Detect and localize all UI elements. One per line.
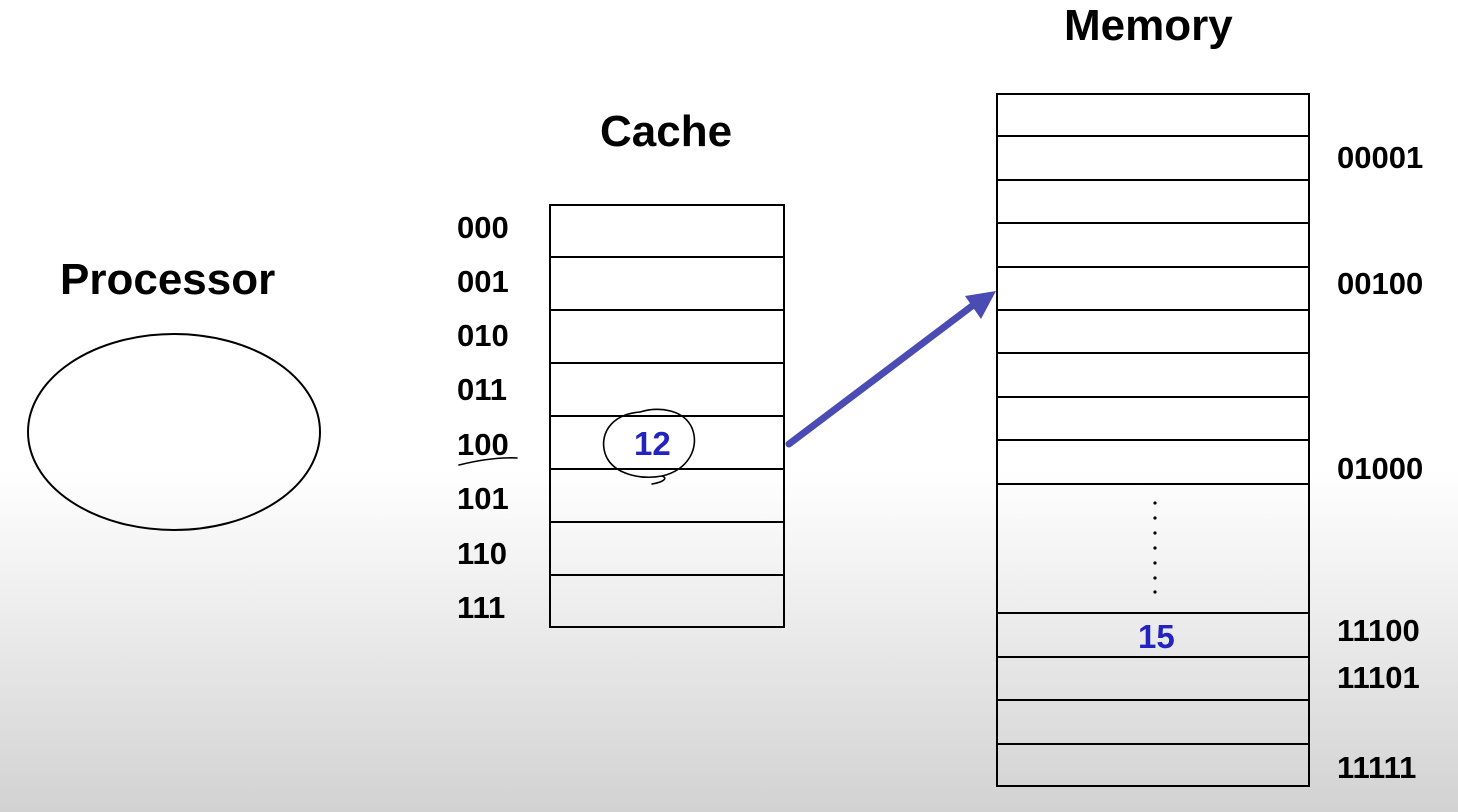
memory-address-label: 00100 bbox=[1337, 266, 1424, 301]
memory-title: Memory bbox=[1064, 1, 1233, 50]
processor-title: Processor bbox=[60, 255, 276, 304]
cache-rows bbox=[549, 256, 785, 576]
memory-address-label: 11101 bbox=[1337, 660, 1420, 695]
memory-address-label: 01000 bbox=[1337, 451, 1424, 486]
cache-index-label: 101 bbox=[457, 481, 509, 516]
cache-title: Cache bbox=[600, 107, 733, 156]
cache-index-label: 110 bbox=[457, 536, 508, 571]
processor-ellipse bbox=[27, 333, 321, 531]
value-circle-annotation bbox=[602, 408, 696, 485]
memory-ellipsis-dots bbox=[1153, 501, 1157, 594]
cache-index-label: 100 bbox=[457, 427, 509, 462]
cache-cell-value: 12 bbox=[634, 425, 671, 462]
index-underline-annotation bbox=[458, 457, 518, 466]
mapping-arrow bbox=[785, 291, 996, 448]
memory-table bbox=[996, 93, 1310, 787]
cache-index-label: 111 bbox=[457, 590, 506, 625]
memory-address-label: 11100 bbox=[1337, 613, 1420, 648]
memory-address-label: 00001 bbox=[1337, 140, 1424, 175]
cache-index-label: 001 bbox=[457, 264, 509, 299]
cache-table bbox=[549, 204, 785, 628]
cache-index-label: 010 bbox=[457, 318, 509, 353]
memory-rows bbox=[996, 135, 1310, 745]
memory-cell-value: 15 bbox=[1138, 618, 1175, 655]
cache-index-label: 011 bbox=[457, 372, 508, 407]
cache-index-label: 000 bbox=[457, 210, 509, 245]
memory-address-label: 11111 bbox=[1337, 750, 1417, 785]
